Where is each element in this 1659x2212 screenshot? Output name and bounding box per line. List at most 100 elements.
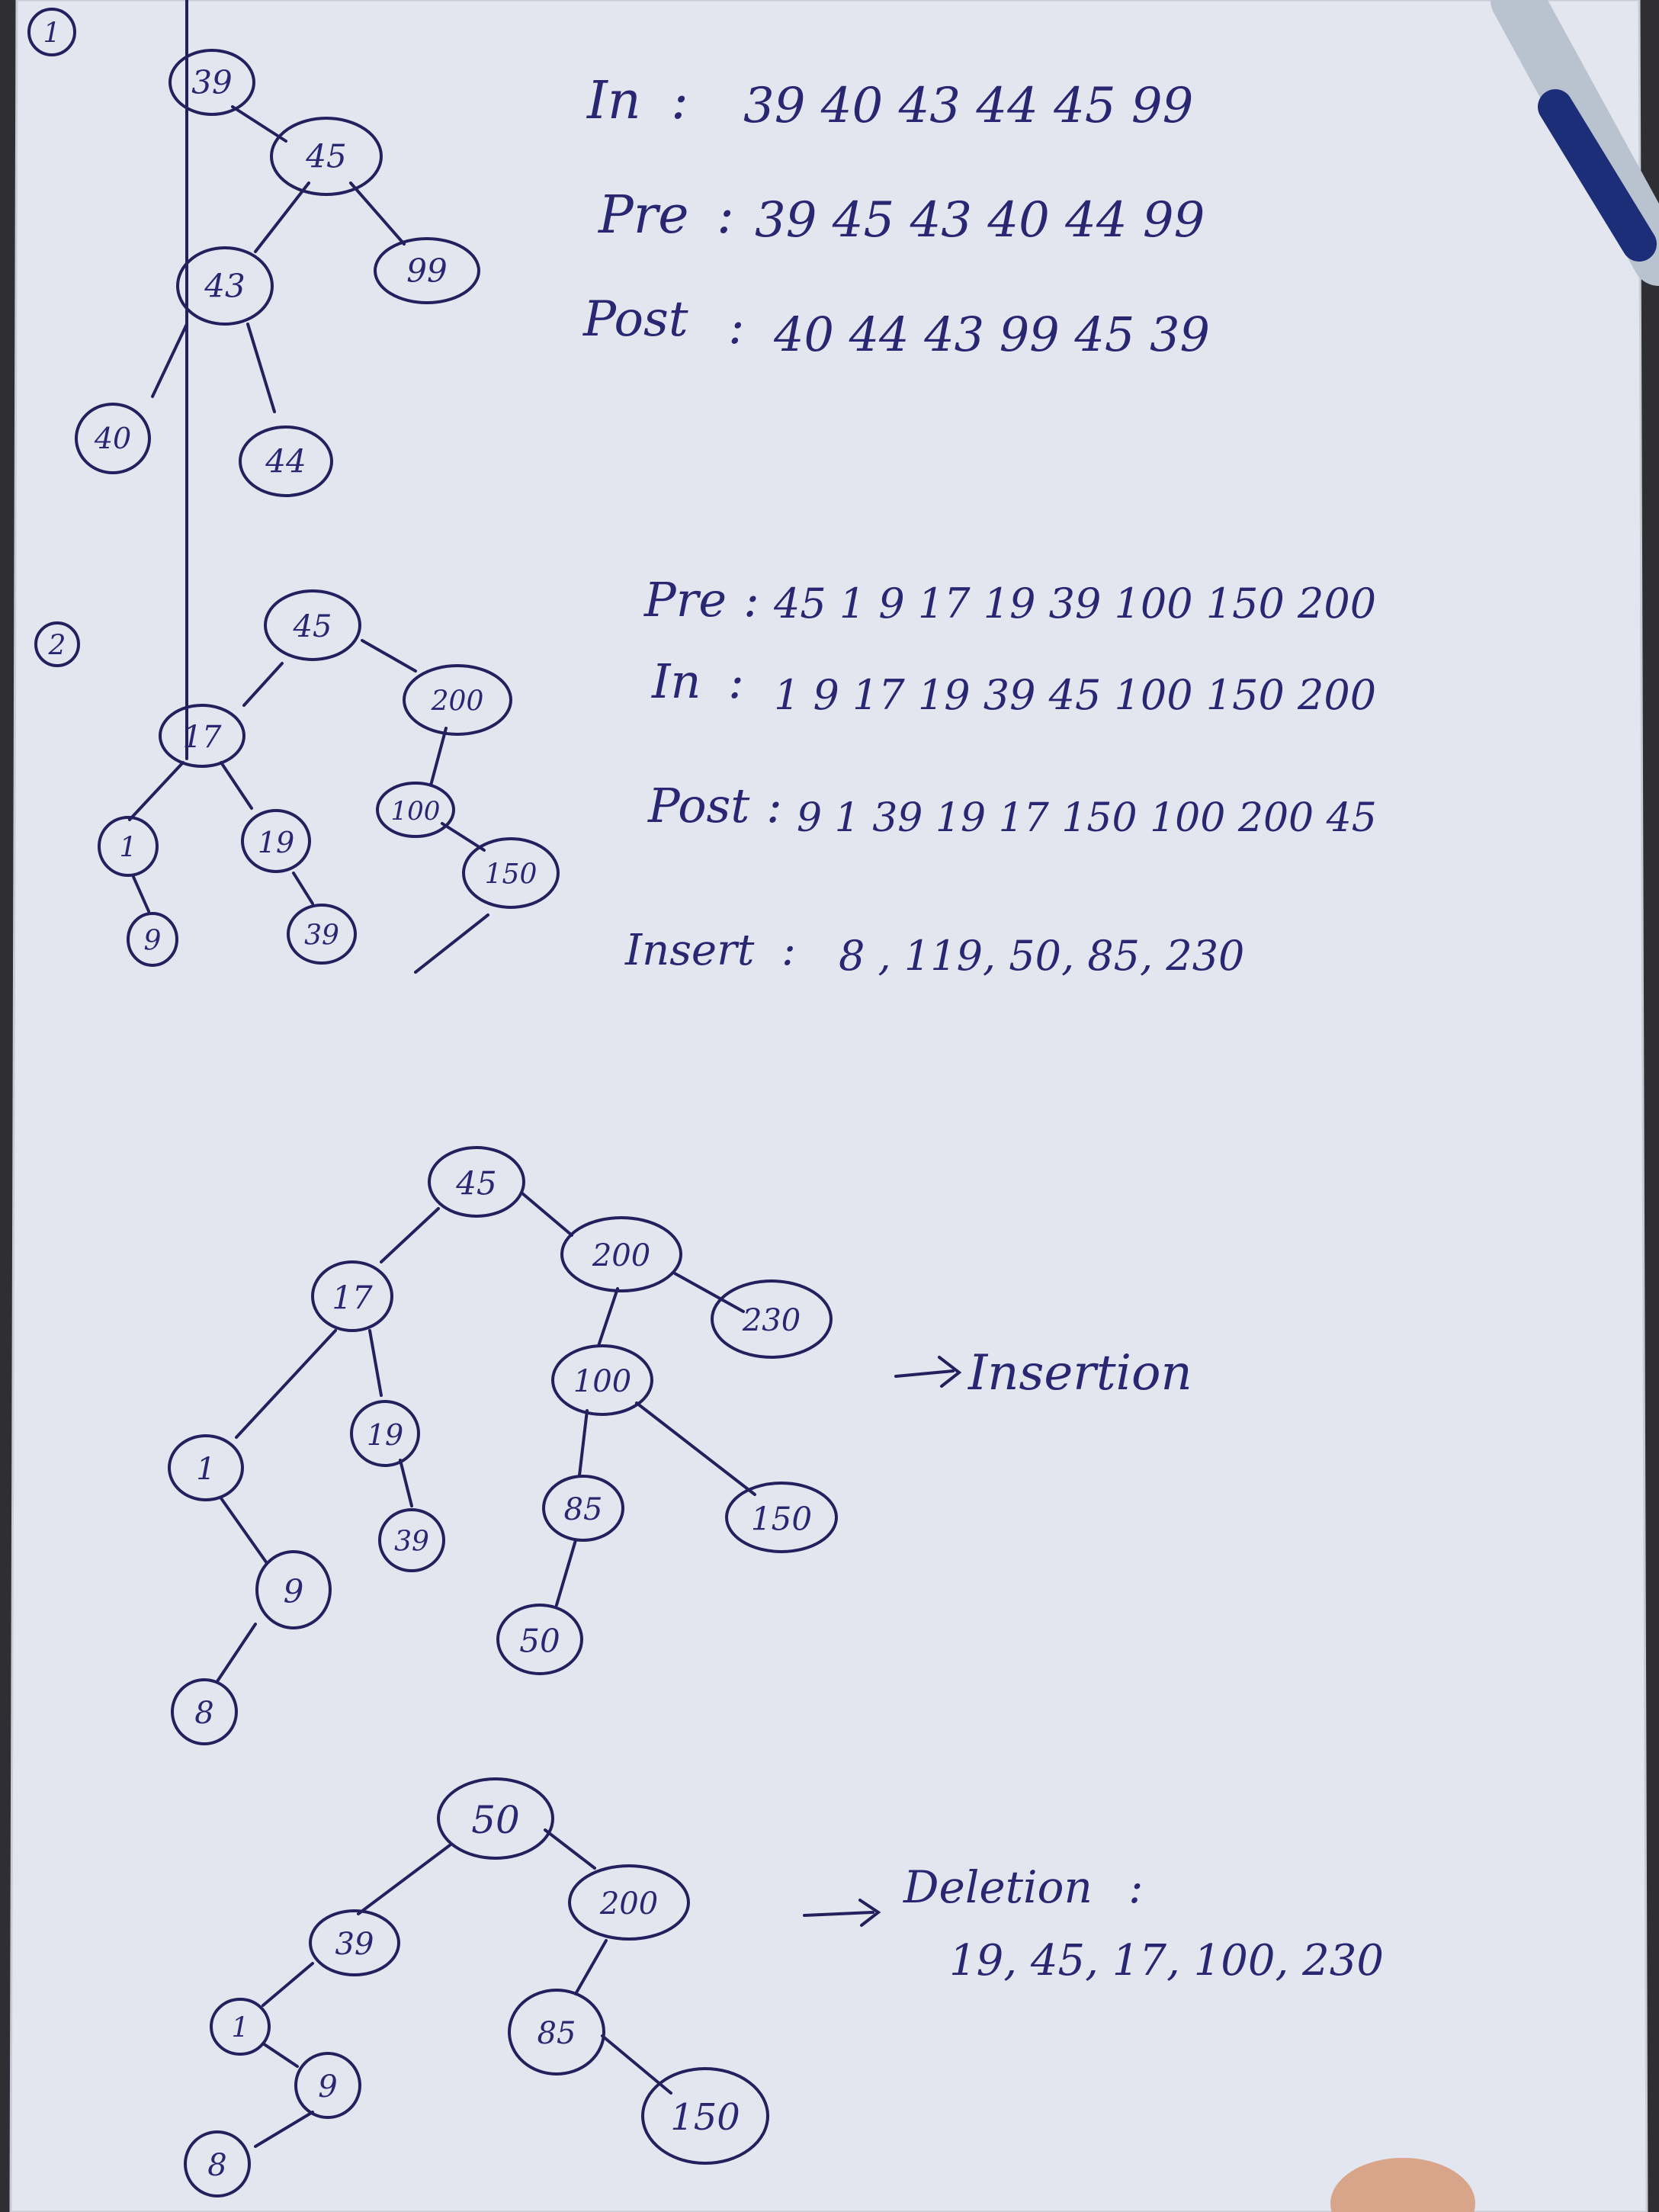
tree-node: 45: [428, 1146, 525, 1218]
svg-text:45: 45: [305, 138, 346, 175]
tree-node: 100: [376, 782, 455, 838]
traversal-values: 45 1 9 17 19 39 100 150 200: [773, 579, 1376, 628]
svg-text:8: 8: [194, 1696, 213, 1731]
tree-node: 9: [127, 912, 178, 967]
tree-node: 50: [496, 1604, 583, 1675]
traversal-values: 39 45 43 40 44 99: [755, 192, 1205, 249]
traversal-list-2: Pre : 45 1 9 17 19 39 100 150 200 In : 1…: [624, 572, 1377, 980]
traversal-values: 39 40 43 44 45 99: [743, 78, 1193, 134]
traversal-values: 1 9 17 19 39 45 100 150 200: [774, 671, 1376, 719]
tree-node: 200: [560, 1216, 682, 1292]
tree-node: 45: [264, 589, 361, 661]
tree-node: 85: [508, 1989, 605, 2076]
insert-values: 8 , 119, 50, 85, 230: [839, 932, 1244, 980]
svg-text:85: 85: [564, 1492, 603, 1527]
tree-node: 40: [75, 403, 151, 474]
tree-node: 17: [311, 1260, 393, 1332]
traversal-label: In: [651, 653, 701, 709]
traversal-row: In : 39 40 43 44 45 99: [586, 71, 1193, 134]
traversal-label: Post: [582, 291, 688, 348]
traversal-values: 9 1 39 19 17 150 100 200 45: [797, 795, 1377, 841]
svg-text:85: 85: [537, 2016, 576, 2051]
traversal-row: Post : 40 44 43 99 45 39: [582, 291, 1210, 362]
svg-text:50: 50: [519, 1623, 560, 1660]
tree-node: 230: [711, 1279, 833, 1359]
pen-shape: [1491, 0, 1659, 286]
svg-text:19: 19: [367, 1418, 403, 1452]
svg-text:230: 230: [742, 1303, 801, 1338]
tree-node: 19: [241, 809, 311, 873]
fingertip-shape: [1330, 2158, 1475, 2212]
traversal-row: Pre : 39 45 43 40 44 99: [597, 185, 1205, 249]
tree-node: 9: [294, 2052, 361, 2119]
arrow-right-icon: [803, 1911, 874, 1917]
svg-text:1: 1: [232, 2013, 249, 2044]
insert-label: Insert: [624, 926, 755, 975]
insert-separator: :: [781, 926, 796, 975]
svg-text:45: 45: [293, 609, 332, 644]
tree-node: 150: [725, 1482, 838, 1553]
section-number-badge: 2: [34, 621, 80, 667]
tree-node: 39: [168, 49, 255, 116]
tree-node: 50: [437, 1777, 554, 1860]
svg-text:150: 150: [751, 1501, 812, 1538]
section-2: 2 45 17 200 1 19 100 9 39 150 Pre: [34, 0, 1377, 980]
svg-text:150: 150: [485, 859, 537, 891]
tree-node: 8: [184, 2130, 251, 2198]
traversal-separator: :: [717, 185, 734, 246]
insertion-tree: 45 17 200 230 100 1 19 85 150 39 9 50 8 …: [168, 1146, 1192, 1745]
svg-text:1: 1: [196, 1452, 215, 1487]
tree-node: 99: [374, 237, 480, 304]
traversal-label: Post: [647, 778, 749, 833]
tree-node: 1: [168, 1434, 244, 1501]
section-1: 1 39 45 43 99 40 44 In : 39 40 43 44 45 …: [27, 8, 1210, 497]
svg-text:17: 17: [332, 1279, 373, 1317]
svg-text:45: 45: [455, 1165, 496, 1202]
tree-node: 19: [350, 1400, 420, 1467]
insertion-caption: Insertion: [894, 1345, 1192, 1401]
tree-node: 200: [568, 1864, 690, 1941]
svg-text:39: 39: [304, 920, 339, 952]
svg-text:8: 8: [207, 2148, 226, 2183]
arrow-head-icon: [858, 1899, 881, 1927]
arrow-right-icon: [894, 1369, 955, 1378]
deletion-caption-separator: :: [1128, 1861, 1144, 1913]
tree-node: 39: [287, 904, 357, 965]
svg-text:39: 39: [394, 1527, 429, 1558]
traversal-separator: :: [743, 572, 759, 628]
svg-text:200: 200: [599, 1886, 658, 1921]
svg-text:9: 9: [144, 926, 162, 957]
traversal-separator: :: [728, 299, 745, 355]
svg-text:9: 9: [284, 1573, 304, 1610]
svg-text:50: 50: [471, 1798, 520, 1842]
tree-node: 45: [270, 117, 383, 196]
tree-node: 100: [551, 1344, 653, 1416]
tree-node: 85: [542, 1475, 624, 1542]
svg-text:44: 44: [265, 443, 306, 480]
tree-1: 39 45 43 99 40 44: [75, 49, 480, 497]
deletion-caption: Deletion : 19, 45, 17, 100, 230: [803, 1861, 1384, 1986]
insert-row: Insert : 8 , 119, 50, 85, 230: [624, 926, 1244, 980]
traversal-values: 40 44 43 99 45 39: [773, 307, 1210, 362]
traversal-separator: :: [766, 778, 782, 833]
svg-text:200: 200: [431, 686, 484, 718]
svg-text:99: 99: [406, 252, 447, 290]
tree-node: 39: [309, 1909, 400, 1976]
section-number: 2: [48, 631, 66, 662]
tree-node: 150: [462, 837, 560, 909]
traversal-separator: :: [671, 71, 688, 131]
svg-text:200: 200: [592, 1238, 650, 1273]
deletion-caption-label: Deletion: [903, 1861, 1093, 1913]
svg-text:100: 100: [391, 796, 441, 827]
tree-node: 8: [171, 1678, 238, 1745]
svg-text:100: 100: [573, 1364, 631, 1399]
svg-text:19: 19: [258, 826, 294, 859]
tree-node: 43: [176, 246, 274, 326]
svg-text:150: 150: [670, 2096, 740, 2139]
svg-text:39: 39: [191, 64, 232, 101]
svg-text:1: 1: [120, 833, 137, 864]
tree-node: 1: [98, 816, 159, 877]
section-number: 1: [43, 18, 61, 50]
